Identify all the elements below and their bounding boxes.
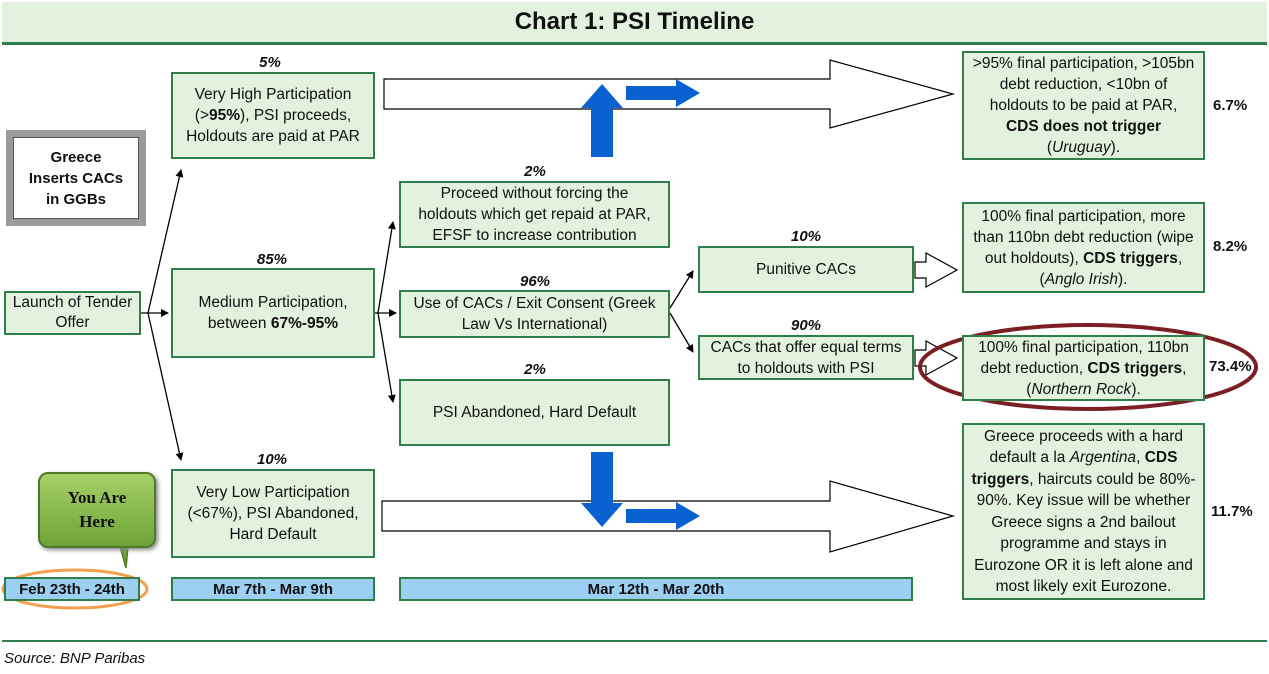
blue-arrow-down bbox=[581, 452, 623, 527]
highlight-ellipse-northern-rock bbox=[918, 323, 1258, 411]
hollow-arrow-equal-terms bbox=[914, 339, 959, 377]
prob-anglo-irish: 8.2% bbox=[1213, 238, 1248, 255]
greece-line-2: Inserts CACs bbox=[28, 169, 124, 187]
highlight-ellipse-date bbox=[1, 568, 149, 610]
proceed-without-forcing-box: Proceed without forcing the holdouts whi… bbox=[399, 181, 670, 248]
date-bar-mar-7: Mar 7th - Mar 9th bbox=[171, 577, 375, 601]
pct-very-low: 10% bbox=[256, 451, 288, 468]
very-high-participation-box: Very High Participation (>95%), PSI proc… bbox=[171, 72, 375, 159]
prob-uruguay: 6.7% bbox=[1213, 97, 1248, 114]
medium-participation-box: Medium Participation, between 67%-95% bbox=[171, 268, 375, 358]
outcome-uruguay-box: >95% final participation, >105bn debt re… bbox=[962, 51, 1205, 160]
outcome-argentina-box: Greece proceeds with a hard default a la… bbox=[962, 423, 1205, 600]
prob-northern-rock: 73.4% bbox=[1209, 358, 1252, 375]
page-title: Chart 1: PSI Timeline bbox=[2, 2, 1267, 45]
arrow-use-cacs-to-equal-terms bbox=[669, 312, 694, 353]
arrow-medium-to-proceed bbox=[377, 221, 396, 314]
arrow-launch-to-very-low bbox=[147, 312, 184, 461]
arrow-use-cacs-to-punitive bbox=[669, 270, 694, 309]
punitive-cacs-box: Punitive CACs bbox=[698, 246, 914, 293]
pct-punitive: 10% bbox=[790, 228, 822, 245]
you-are-here-tail bbox=[119, 545, 129, 569]
pct-proceed: 2% bbox=[524, 163, 546, 180]
pct-equal-terms: 90% bbox=[790, 317, 822, 334]
blue-arrow-up bbox=[581, 84, 623, 157]
equal-terms-cacs-box: CACs that offer equal terms to holdouts … bbox=[698, 335, 914, 380]
psi-abandoned-box: PSI Abandoned, Hard Default bbox=[399, 379, 670, 446]
pct-very-high: 5% bbox=[259, 54, 281, 71]
greece-line-1: Greece bbox=[50, 148, 102, 166]
source-note: Source: BNP Paribas bbox=[4, 650, 146, 667]
pct-medium: 85% bbox=[256, 251, 288, 268]
use-of-cacs-box: Use of CACs / Exit Consent (Greek Law Vs… bbox=[399, 290, 670, 338]
prob-argentina: 11.7% bbox=[1211, 503, 1253, 520]
date-bar-mar-12: Mar 12th - Mar 20th bbox=[399, 577, 913, 601]
date-bar-feb: Feb 23th - 24th bbox=[4, 577, 140, 601]
very-low-participation-box: Very Low Participation (<67%), PSI Aband… bbox=[171, 469, 375, 558]
blue-arrow-right-top bbox=[626, 79, 700, 107]
greece-line-3: in GGBs bbox=[45, 190, 106, 208]
greece-inserts-cacs-box: Greece Inserts CACs in GGBs bbox=[6, 130, 146, 226]
pct-abandoned: 2% bbox=[524, 361, 546, 378]
arrow-launch-to-very-high bbox=[147, 169, 184, 314]
bottom-rule bbox=[2, 640, 1267, 642]
hollow-arrow-punitive bbox=[914, 251, 959, 289]
arrow-medium-to-abandoned bbox=[377, 312, 396, 403]
blue-arrow-right-bottom bbox=[626, 502, 700, 530]
outcome-anglo-irish-box: 100% final participation, more than 110b… bbox=[962, 202, 1205, 293]
pct-use-cacs: 96% bbox=[519, 273, 551, 290]
outcome-northern-rock-box: 100% final participation, 110bn debt red… bbox=[962, 335, 1205, 401]
